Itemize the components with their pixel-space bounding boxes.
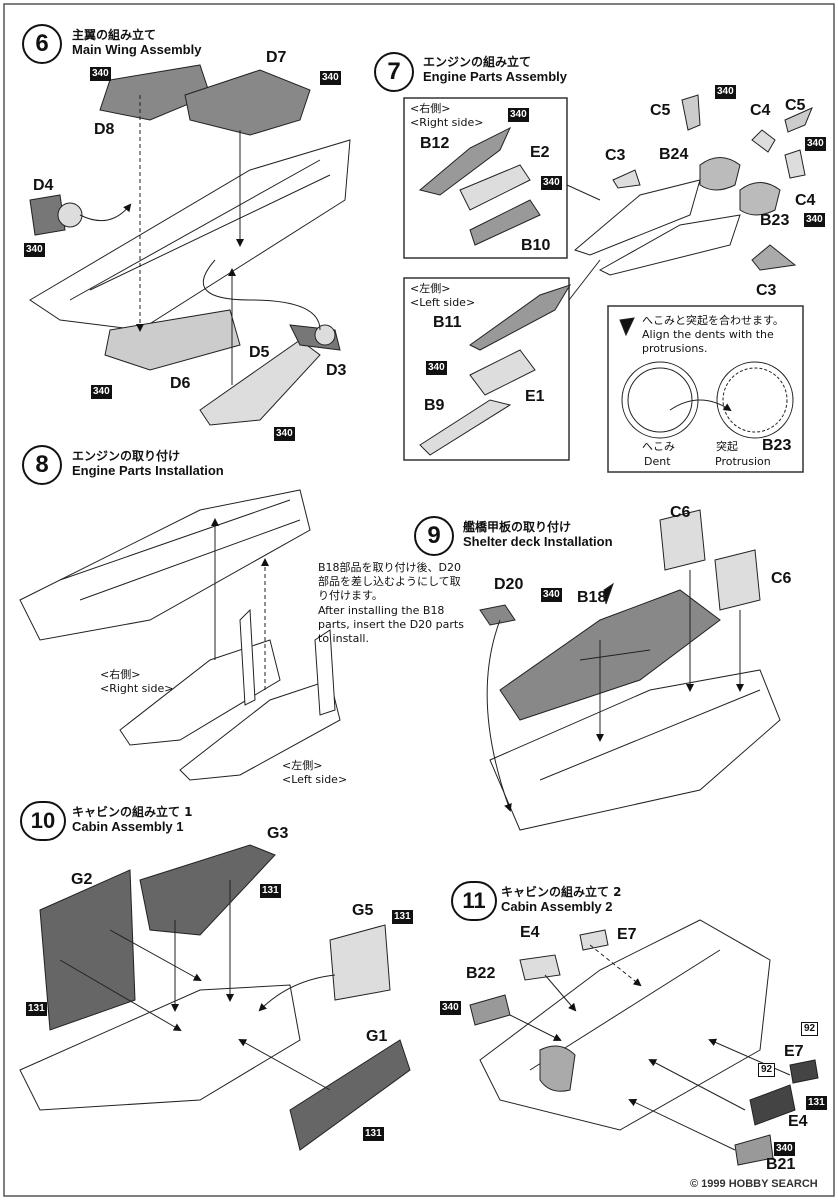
color-badge: 340 <box>715 85 736 99</box>
step-title-jp: エンジンの組み立て <box>423 55 532 69</box>
color-badge: 131 <box>260 884 281 898</box>
color-badge: 340 <box>426 361 447 375</box>
part-label: E7 <box>617 926 637 943</box>
part-label: B24 <box>659 146 689 163</box>
tip-text-en: Align the dents with the protrusions. <box>642 328 774 355</box>
part-label: E2 <box>530 144 550 161</box>
dent-label-jp: へこみ <box>642 440 675 453</box>
color-badge: 92 <box>801 1022 819 1036</box>
part-label: G1 <box>366 1028 388 1045</box>
color-badge: 340 <box>274 427 295 441</box>
color-badge: 131 <box>806 1096 827 1110</box>
install-note-jp: B18部品を取り付け後、D20部品を差し込むようにして取り付けます。 <box>318 561 462 602</box>
color-badge: 340 <box>90 67 111 81</box>
step6-diagram <box>29 64 351 426</box>
left-side-label-en: <Left side> <box>282 773 348 786</box>
part-label: D3 <box>326 362 347 379</box>
install-note-en: After installing the B18 parts, insert t… <box>318 604 464 645</box>
left-side-label: <左側> <box>282 759 323 772</box>
right-side-label-en: <Right side> <box>100 682 174 695</box>
part-label: B21 <box>766 1156 796 1173</box>
part-label: C6 <box>771 570 792 587</box>
part-label: C5 <box>785 97 806 114</box>
part-label: C4 <box>795 192 816 209</box>
part-label: D5 <box>249 344 270 361</box>
color-badge: 340 <box>774 1142 795 1156</box>
protrusion-label-jp: 突起 <box>716 440 738 453</box>
right-side-label-en: <Right side> <box>410 116 484 129</box>
step-title-jp: キャビンの組み立て 2 <box>501 885 622 899</box>
color-badge: 131 <box>392 910 413 924</box>
part-label: D6 <box>170 375 191 392</box>
protrusion-label-en: Protrusion <box>715 455 771 468</box>
step-number: 7 <box>374 52 414 92</box>
part-label: D20 <box>494 576 524 593</box>
part-label: C6 <box>670 504 691 521</box>
part-label: D4 <box>33 177 54 194</box>
color-badge: 131 <box>26 1002 47 1016</box>
step8-diagram <box>19 489 341 781</box>
part-label: C5 <box>650 102 671 119</box>
step7-diagram <box>403 94 813 473</box>
color-badge: 340 <box>320 71 341 85</box>
part-label: B12 <box>420 135 450 152</box>
part-label: G3 <box>267 825 289 842</box>
part-label: E7 <box>784 1043 804 1060</box>
color-badge: 340 <box>805 137 826 151</box>
step-number: 11 <box>451 881 497 921</box>
right-side-label: <右側> <box>410 102 451 115</box>
part-label: B23 <box>760 212 790 229</box>
color-badge: 340 <box>91 385 112 399</box>
part-label: D8 <box>94 121 115 138</box>
part-label: C3 <box>756 282 777 299</box>
part-label: E4 <box>520 924 540 941</box>
part-label: B11 <box>433 314 462 331</box>
color-badge: 131 <box>363 1127 384 1141</box>
right-side-label: <右側> <box>100 668 141 681</box>
step-title-jp: 艦橋甲板の取り付け <box>463 520 572 534</box>
part-label: B18 <box>577 589 607 606</box>
step-title-en: Engine Parts Assembly <box>423 69 568 84</box>
step-number: 10 <box>20 801 66 841</box>
color-badge: 92 <box>758 1063 776 1077</box>
step9-diagram <box>479 509 781 831</box>
part-label: G5 <box>352 902 374 919</box>
color-badge: 340 <box>541 176 562 190</box>
color-badge: 340 <box>804 213 825 227</box>
step-title-en: Engine Parts Installation <box>72 463 224 478</box>
part-label: E1 <box>525 388 545 405</box>
part-label: B10 <box>521 237 551 254</box>
part-label: C3 <box>605 147 626 164</box>
step-title-en: Shelter deck Installation <box>463 534 613 549</box>
step10-diagram <box>19 844 411 1151</box>
step-title-jp: キャビンの組み立て 1 <box>72 805 193 819</box>
color-badge: 340 <box>440 1001 461 1015</box>
step-title-en: Cabin Assembly 1 <box>72 819 184 834</box>
tip-text-jp: へこみと突起を合わせます。 <box>642 314 784 327</box>
step-title-en: Main Wing Assembly <box>72 42 202 57</box>
left-side-label-en: <Left side> <box>410 296 476 309</box>
part-label: B22 <box>466 965 496 982</box>
step-number: 6 <box>22 24 62 64</box>
step11-diagram <box>469 919 819 1166</box>
part-label: B9 <box>424 397 445 414</box>
step-title-en: Cabin Assembly 2 <box>501 899 613 914</box>
step-title-jp: 主翼の組み立て <box>72 28 157 42</box>
part-label: D7 <box>266 49 287 66</box>
step-number: 9 <box>414 516 454 556</box>
left-side-label: <左側> <box>410 282 451 295</box>
step-number: 8 <box>22 445 62 485</box>
part-label: E4 <box>788 1113 808 1130</box>
color-badge: 340 <box>508 108 529 122</box>
part-label: B23 <box>762 437 792 454</box>
part-label: G2 <box>71 871 93 888</box>
dent-label-en: Dent <box>644 455 671 468</box>
color-badge: 340 <box>24 243 45 257</box>
watermark: © 1999 HOBBY SEARCH <box>690 1178 818 1190</box>
step-title-jp: エンジンの取り付け <box>72 449 181 463</box>
color-badge: 340 <box>541 588 562 602</box>
part-label: C4 <box>750 102 771 119</box>
